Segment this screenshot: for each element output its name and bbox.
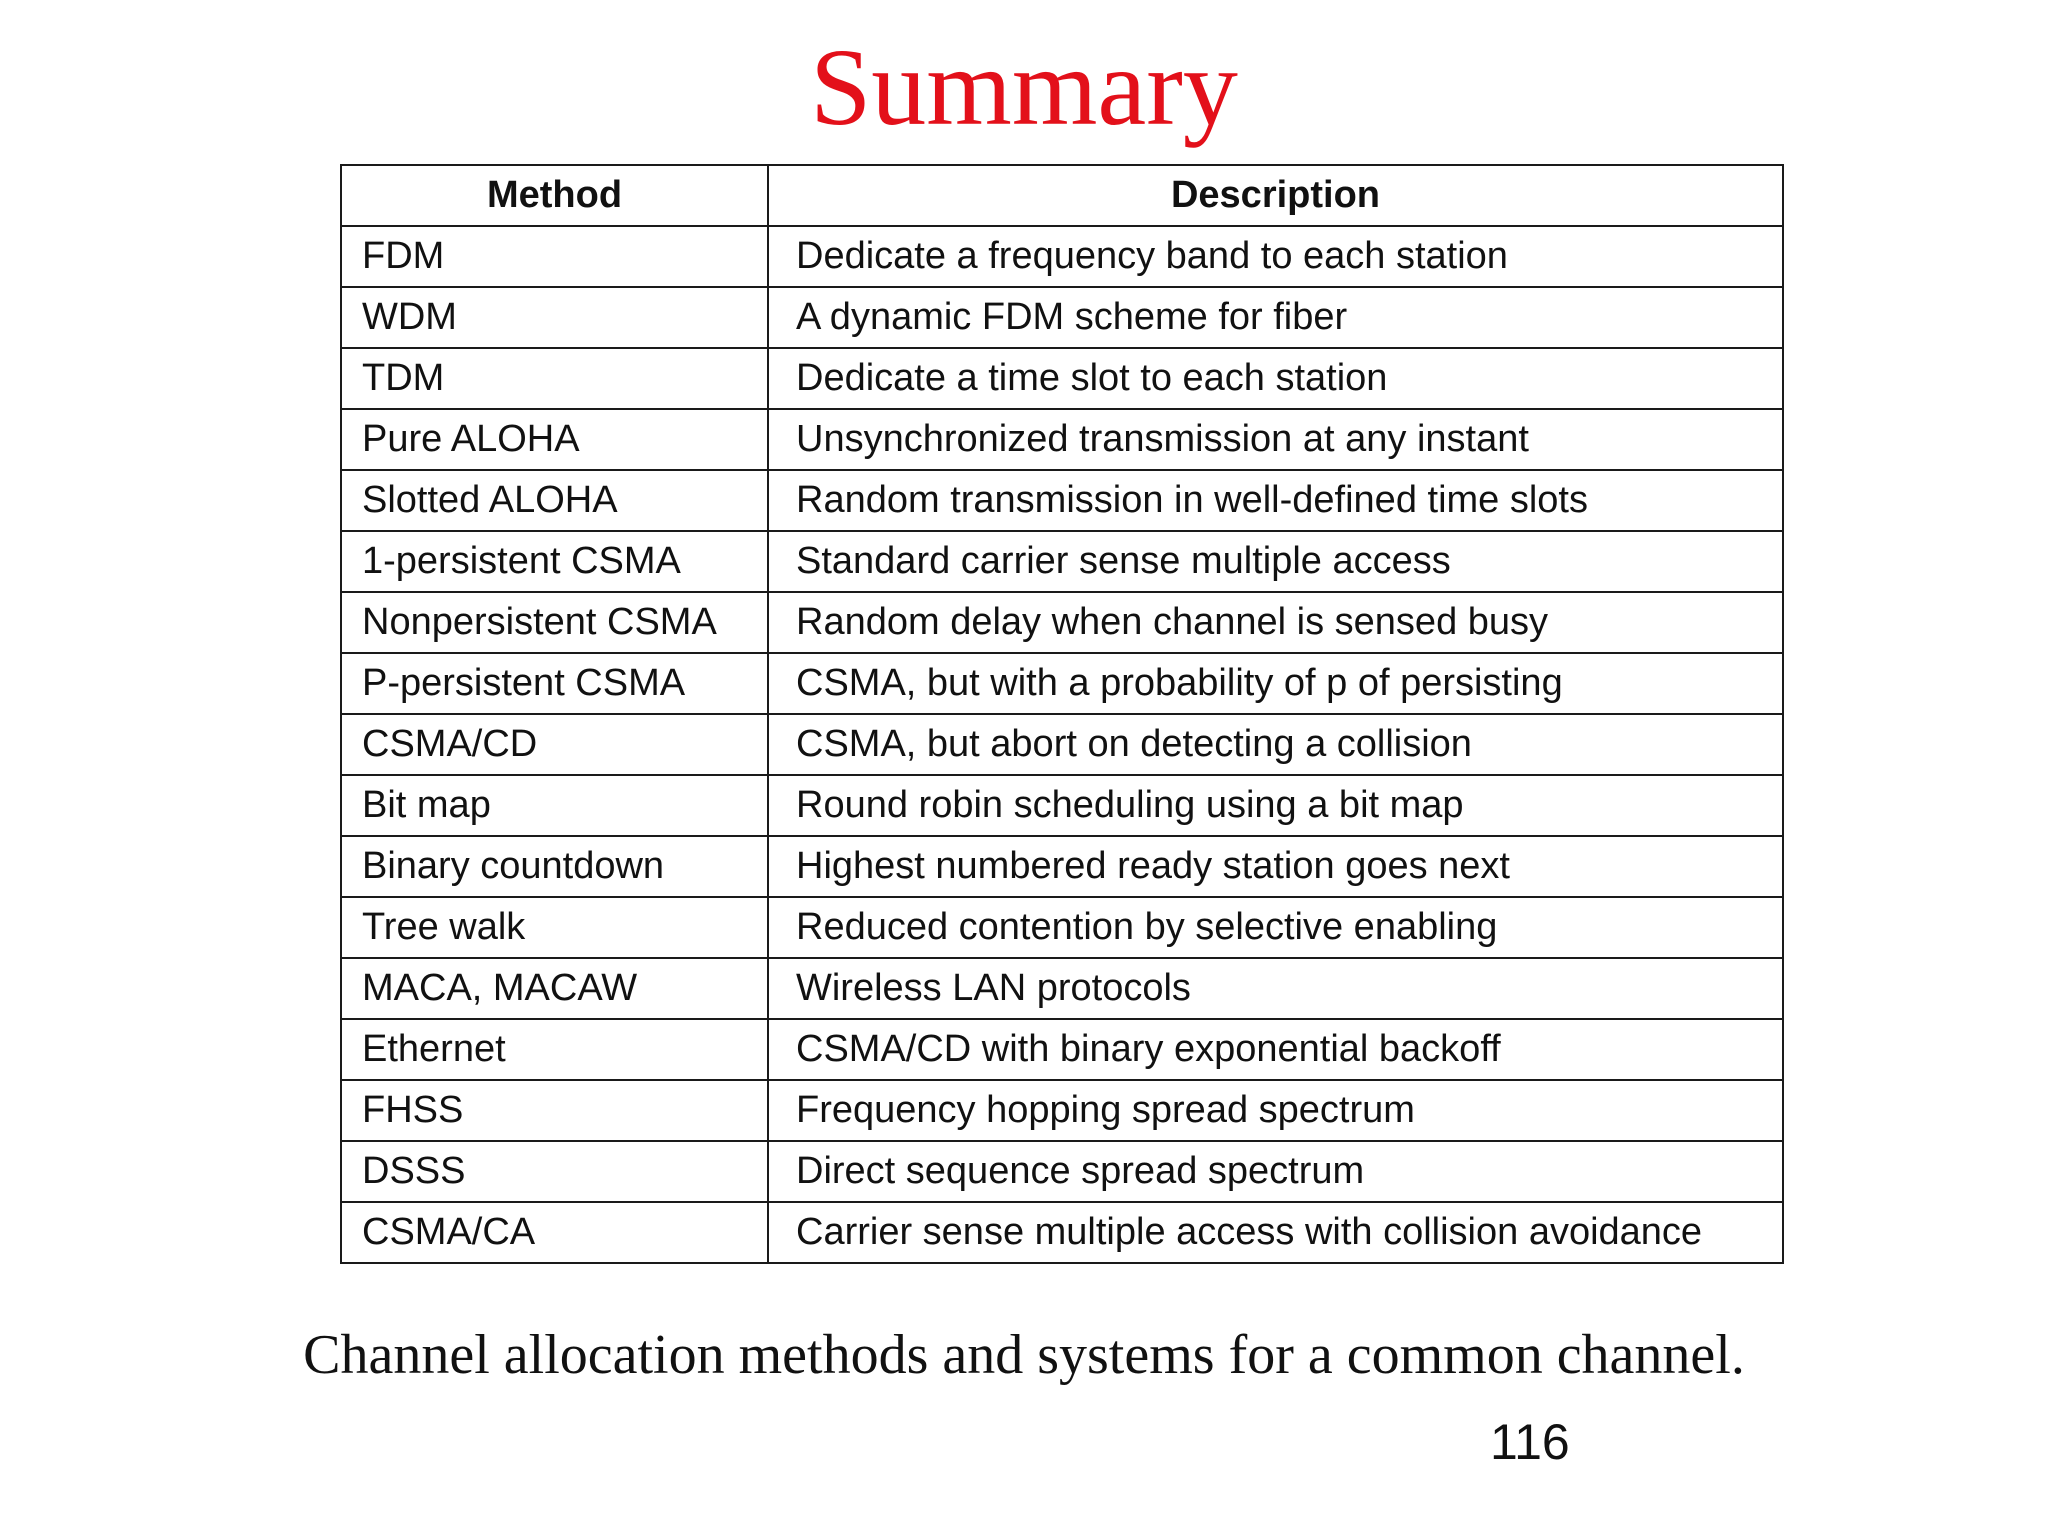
column-header-description: Description [767,164,1784,227]
description-cell: Random delay when channel is sensed busy [767,591,1784,654]
description-cell: Standard carrier sense multiple access [767,530,1784,593]
method-cell: DSSS [340,1140,769,1203]
methods-table-container: Method Description FDM Dedicate a freque… [340,164,1784,1264]
description-cell: CSMA/CD with binary exponential backoff [767,1018,1784,1081]
table-caption: Channel allocation methods and systems f… [303,1324,1745,1386]
description-cell: Direct sequence spread spectrum [767,1140,1784,1203]
slide-title: Summary [810,26,1238,148]
table-row: Binary countdown Highest numbered ready … [340,835,1784,898]
table-row: WDM A dynamic FDM scheme for fiber [340,286,1784,349]
method-cell: FHSS [340,1079,769,1142]
description-cell: Highest numbered ready station goes next [767,835,1784,898]
description-cell: Wireless LAN protocols [767,957,1784,1020]
method-cell: CSMA/CA [340,1201,769,1264]
description-cell: Unsynchronized transmission at any insta… [767,408,1784,471]
description-cell: Dedicate a frequency band to each statio… [767,225,1784,288]
table-header-row: Method Description [340,164,1784,227]
column-header-method: Method [340,164,769,227]
method-cell: MACA, MACAW [340,957,769,1020]
description-cell: Reduced contention by selective enabling [767,896,1784,959]
methods-table: Method Description FDM Dedicate a freque… [340,164,1784,1264]
table-row: DSSS Direct sequence spread spectrum [340,1140,1784,1203]
table-row: FHSS Frequency hopping spread spectrum [340,1079,1784,1142]
method-cell: Ethernet [340,1018,769,1081]
table-row: TDM Dedicate a time slot to each station [340,347,1784,410]
method-cell: Slotted ALOHA [340,469,769,532]
method-cell: TDM [340,347,769,410]
table-row: Pure ALOHA Unsynchronized transmission a… [340,408,1784,471]
method-cell: Pure ALOHA [340,408,769,471]
table-row: MACA, MACAW Wireless LAN protocols [340,957,1784,1020]
description-cell: Random transmission in well-defined time… [767,469,1784,532]
page-number: 116 [1490,1414,1570,1470]
method-cell: CSMA/CD [340,713,769,776]
description-cell: CSMA, but abort on detecting a collision [767,713,1784,776]
method-cell: Nonpersistent CSMA [340,591,769,654]
table-row: FDM Dedicate a frequency band to each st… [340,225,1784,288]
method-cell: 1-persistent CSMA [340,530,769,593]
description-cell: Dedicate a time slot to each station [767,347,1784,410]
method-cell: Binary countdown [340,835,769,898]
table-row: Nonpersistent CSMA Random delay when cha… [340,591,1784,654]
table-row: Bit map Round robin scheduling using a b… [340,774,1784,837]
method-cell: FDM [340,225,769,288]
method-cell: P-persistent CSMA [340,652,769,715]
description-cell: Carrier sense multiple access with colli… [767,1201,1784,1264]
table-row: P-persistent CSMA CSMA, but with a proba… [340,652,1784,715]
method-cell: WDM [340,286,769,349]
description-cell: Frequency hopping spread spectrum [767,1079,1784,1142]
table-row: Tree walk Reduced contention by selectiv… [340,896,1784,959]
description-cell: Round robin scheduling using a bit map [767,774,1784,837]
description-cell: CSMA, but with a probability of p of per… [767,652,1784,715]
method-cell: Bit map [340,774,769,837]
table-row: CSMA/CA Carrier sense multiple access wi… [340,1201,1784,1264]
method-cell: Tree walk [340,896,769,959]
table-row: Ethernet CSMA/CD with binary exponential… [340,1018,1784,1081]
description-cell: A dynamic FDM scheme for fiber [767,286,1784,349]
table-row: Slotted ALOHA Random transmission in wel… [340,469,1784,532]
table-row: 1-persistent CSMA Standard carrier sense… [340,530,1784,593]
table-row: CSMA/CD CSMA, but abort on detecting a c… [340,713,1784,776]
